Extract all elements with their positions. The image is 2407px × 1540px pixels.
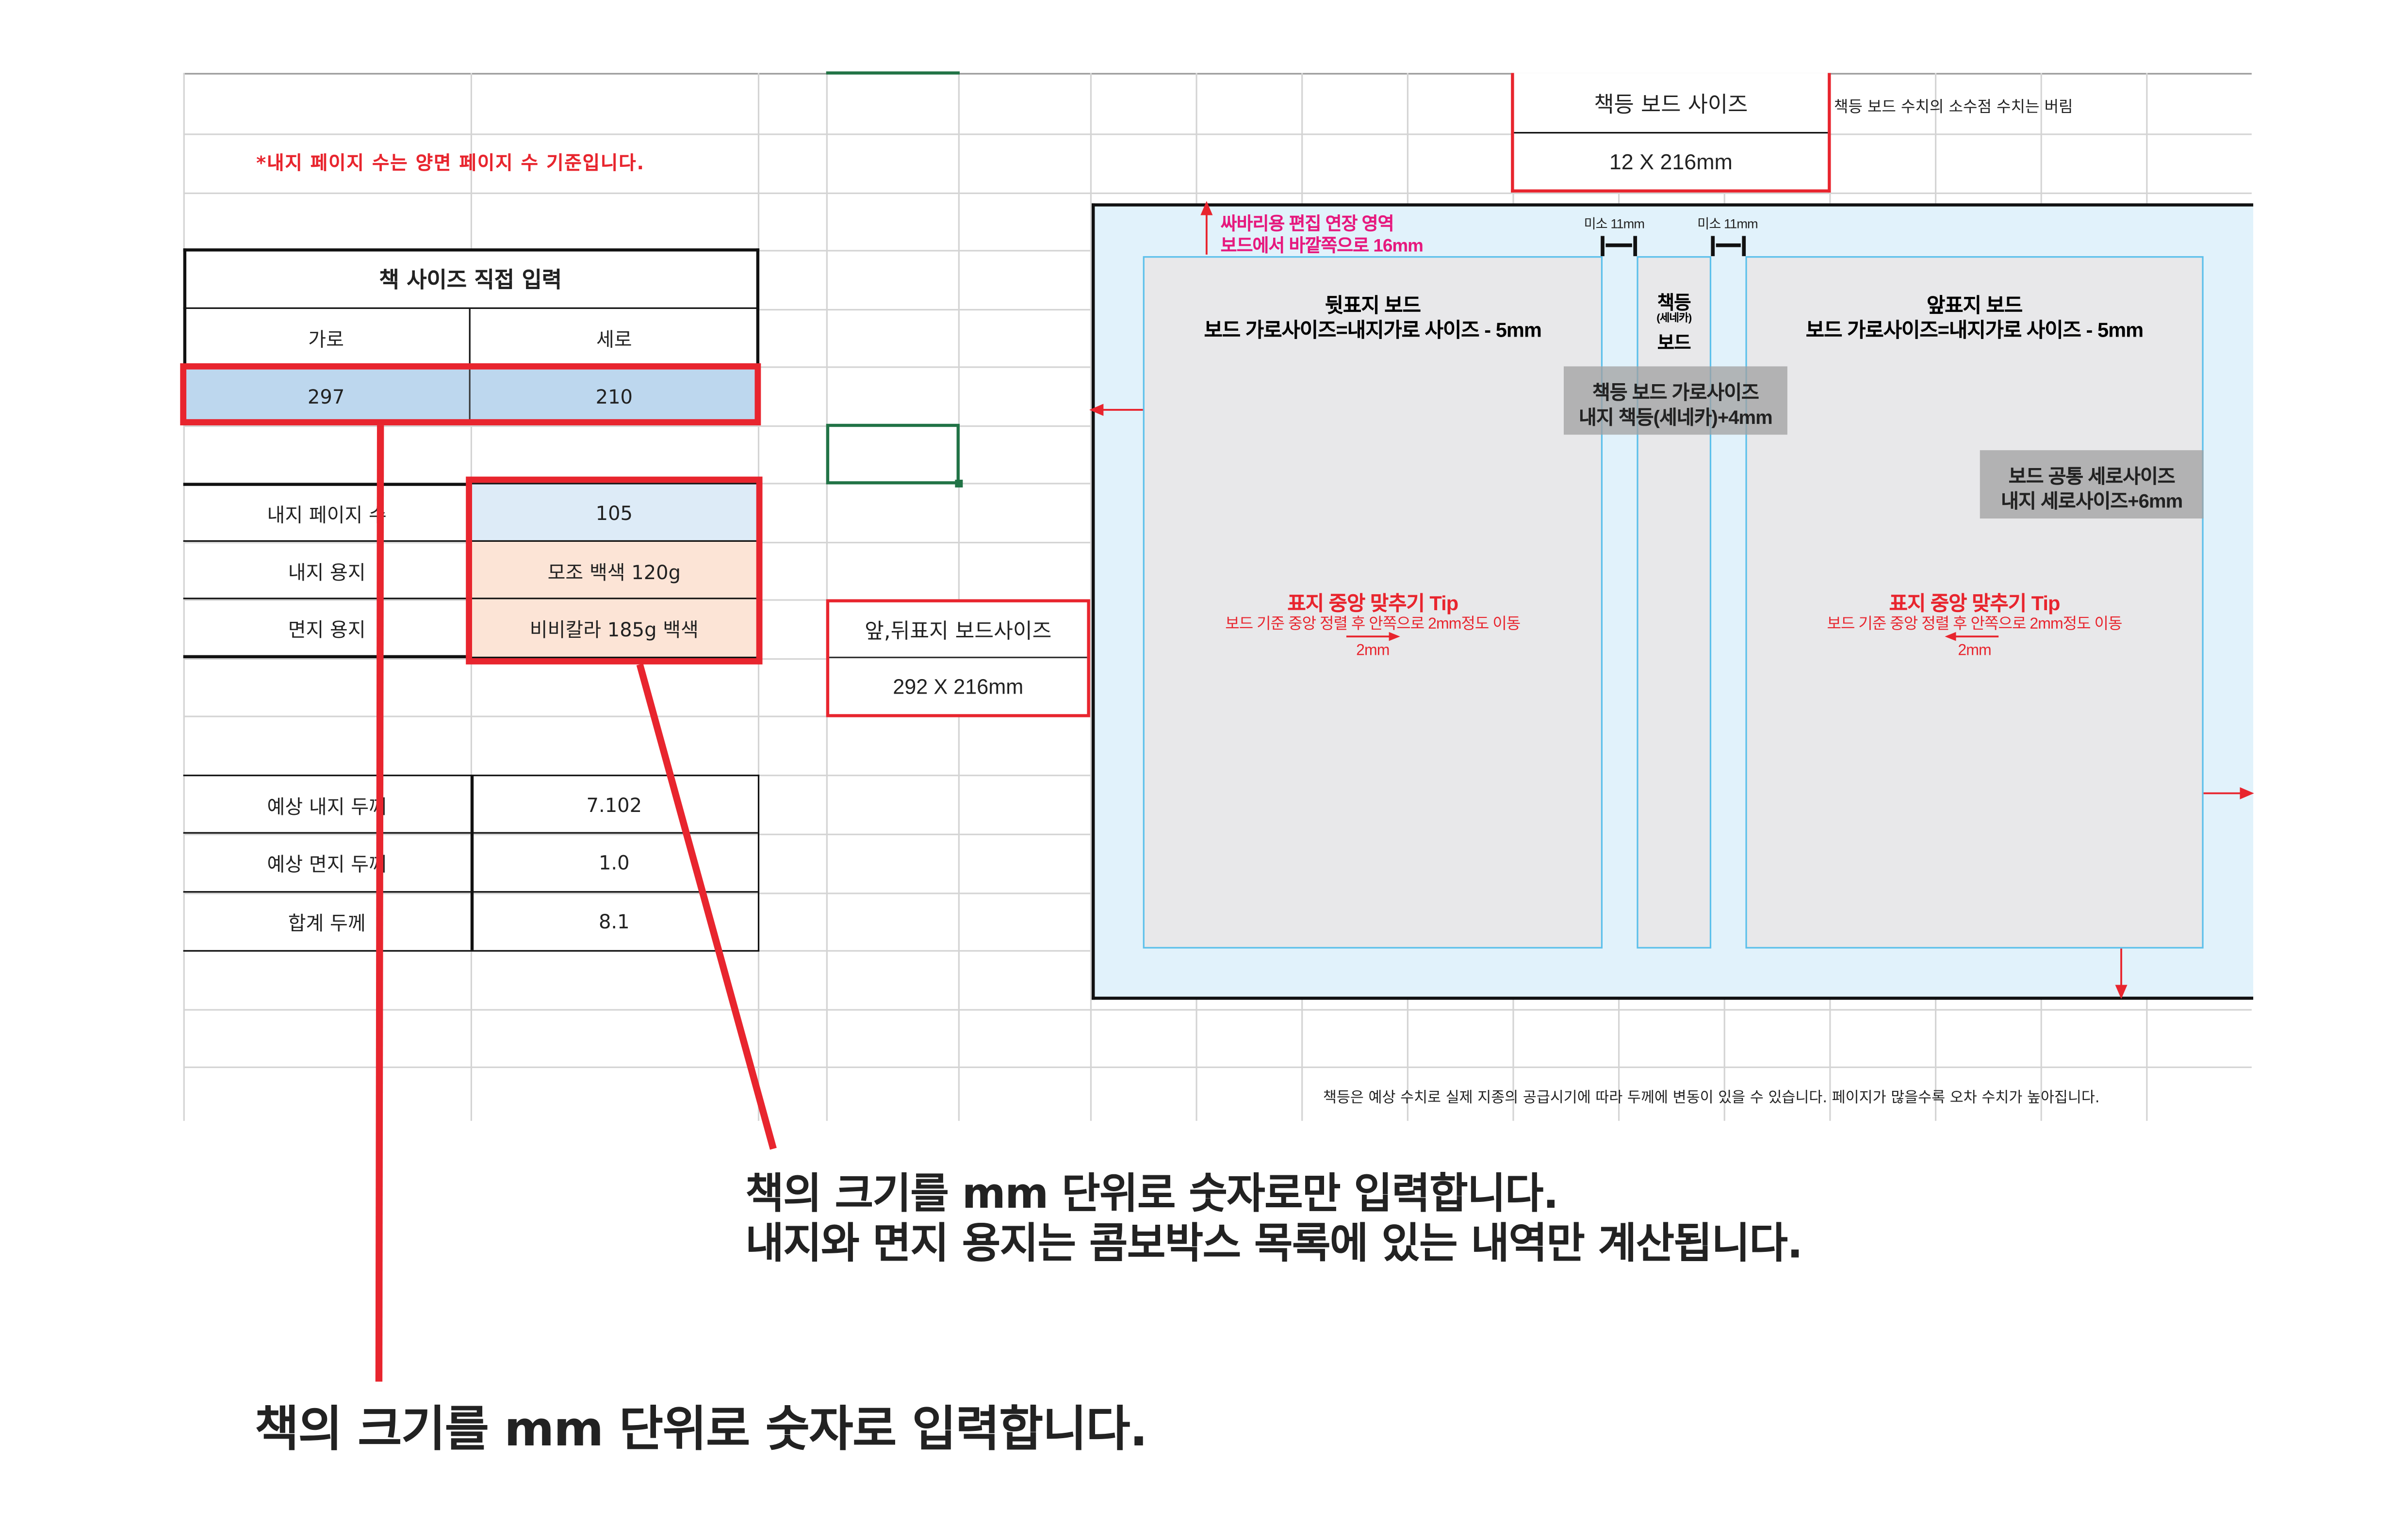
front-tip-desc: 보드 기준 중앙 정렬 후 안쪽으로 2mm정도 이동: [1827, 616, 2123, 633]
spine-width-label: [1564, 366, 1787, 435]
front-cover-desc: 보드 가로사이즈=내지가로 사이즈 - 5mm: [1805, 318, 2144, 342]
spine-subtitle: (세네카): [1656, 313, 1692, 324]
grid-col-line: [958, 73, 960, 1121]
height-header: 세로: [596, 327, 632, 351]
spine-board-title: 책등 보드 사이즈: [1514, 75, 1828, 134]
column-highlight: [826, 71, 960, 75]
fill-handle[interactable]: [955, 479, 963, 487]
extension-label-2: 보드에서 바깥쪽으로 16mm: [1220, 237, 1424, 257]
grid-col-line: [183, 73, 185, 1121]
grid-col-line: [1090, 73, 1092, 1121]
thickness-inner-label: 예상 내지 두께: [183, 776, 471, 834]
height-input[interactable]: 210: [470, 368, 758, 424]
back-tip-desc: 보드 기준 중앙 정렬 후 안쪽으로 2mm정도 이동: [1225, 616, 1521, 633]
inner-page-count-input[interactable]: 105: [470, 484, 758, 542]
spine-footnote: 책등은 예상 수치로 실제 지종의 공급시기에 따라 두께에 변동이 있을 수 …: [1323, 1089, 2100, 1107]
inner-paper-select[interactable]: 모조 백색 120g: [470, 542, 758, 600]
paper-callout-line: [636, 663, 777, 1150]
spine-title-2: 보드: [1657, 332, 1691, 354]
back-cover-desc: 보드 가로사이즈=내지가로 사이즈 - 5mm: [1204, 318, 1542, 342]
spine-title: 책등: [1657, 292, 1691, 314]
size-input-highlight: [180, 363, 761, 425]
inner-page-count-label: 내지 페이지 수: [183, 485, 471, 542]
front-tip-title: 표지 중앙 맞추기 Tip: [1889, 591, 2061, 615]
thickness-endpaper-label: 예상 면지 두께: [183, 834, 471, 893]
thickness-total-label: 합계 두께: [288, 911, 366, 935]
cover-board-box: [826, 599, 1090, 717]
height-label-2: 내지 세로사이즈+6mm: [2001, 490, 2183, 513]
width-header: 가로: [183, 308, 471, 367]
back-cover-board: [1143, 256, 1603, 949]
height-label: [1980, 450, 2204, 519]
grid-row-line: [183, 1066, 2252, 1069]
spine-board-note: 책등 보드 수치의 소수점 수치는 버림: [1834, 99, 2073, 117]
size-callout-text: 책의 크기를 mm 단위로 숫자로 입력합니다.: [254, 1402, 1148, 1458]
inner-paper-label: 내지 용지: [183, 542, 471, 600]
extension-label-1: 싸바리용 편집 연장 영역: [1220, 215, 1394, 235]
back-cover-title: 뒷표지 보드: [1325, 293, 1421, 317]
grid-row-line: [183, 73, 2252, 75]
height-label-1: 보드 공통 세로사이즈: [2008, 466, 2176, 487]
grid-row-line: [183, 1009, 2252, 1011]
size-table-title: 책 사이즈 직접 입력: [183, 250, 758, 309]
page-count-note: *내지 페이지 수는 양면 페이지 수 기준입니다.: [256, 152, 645, 174]
front-cover-title: 앞표지 보드: [1926, 293, 2023, 317]
paper-callout-line-2: 내지와 면지 용지는 콤보박스 목록에 있는 내역만 계산됩니다.: [745, 1220, 1803, 1268]
spine-width-label-1: 책등 보드 가로사이즈: [1592, 382, 1759, 404]
paper-input-highlight: [466, 476, 763, 665]
endpaper-select[interactable]: 비비칼라 185g 백색: [470, 599, 758, 657]
thickness-endpaper-value: 1.0: [470, 834, 758, 893]
grid-row-line: [183, 133, 2252, 135]
paper-callout-line-1: 책의 크기를 mm 단위로 숫자로만 입력합니다.: [745, 1170, 1559, 1219]
selected-cell[interactable]: [826, 423, 960, 485]
spine-width-label-2: 내지 책등(세네카)+4mm: [1579, 406, 1773, 429]
front-tip-offset: 2mm: [1958, 643, 1991, 660]
back-tip-offset: 2mm: [1356, 643, 1390, 660]
cover-board-title: 앞,뒤표지 보드사이즈: [829, 601, 1087, 659]
gap-right-label: 미소 11mm: [1697, 215, 1758, 231]
grid-col-line: [826, 73, 828, 1121]
thickness-total-value: 8.1: [598, 909, 630, 933]
spine-board-value: 12 X 216mm: [1609, 149, 1733, 174]
thickness-inner-value: 7.102: [470, 776, 758, 834]
back-tip-title: 표지 중앙 맞추기 Tip: [1287, 591, 1458, 615]
grid-row-line: [183, 192, 2252, 195]
front-cover-board: [1745, 256, 2204, 949]
cover-board-value: 292 X 216mm: [893, 674, 1024, 698]
size-callout-line: [375, 425, 384, 1382]
endpaper-label: 면지 용지: [288, 617, 366, 641]
gap-left-label: 미소 11mm: [1584, 215, 1645, 231]
width-input[interactable]: 297: [183, 368, 471, 424]
thickness-divider: [470, 775, 473, 950]
